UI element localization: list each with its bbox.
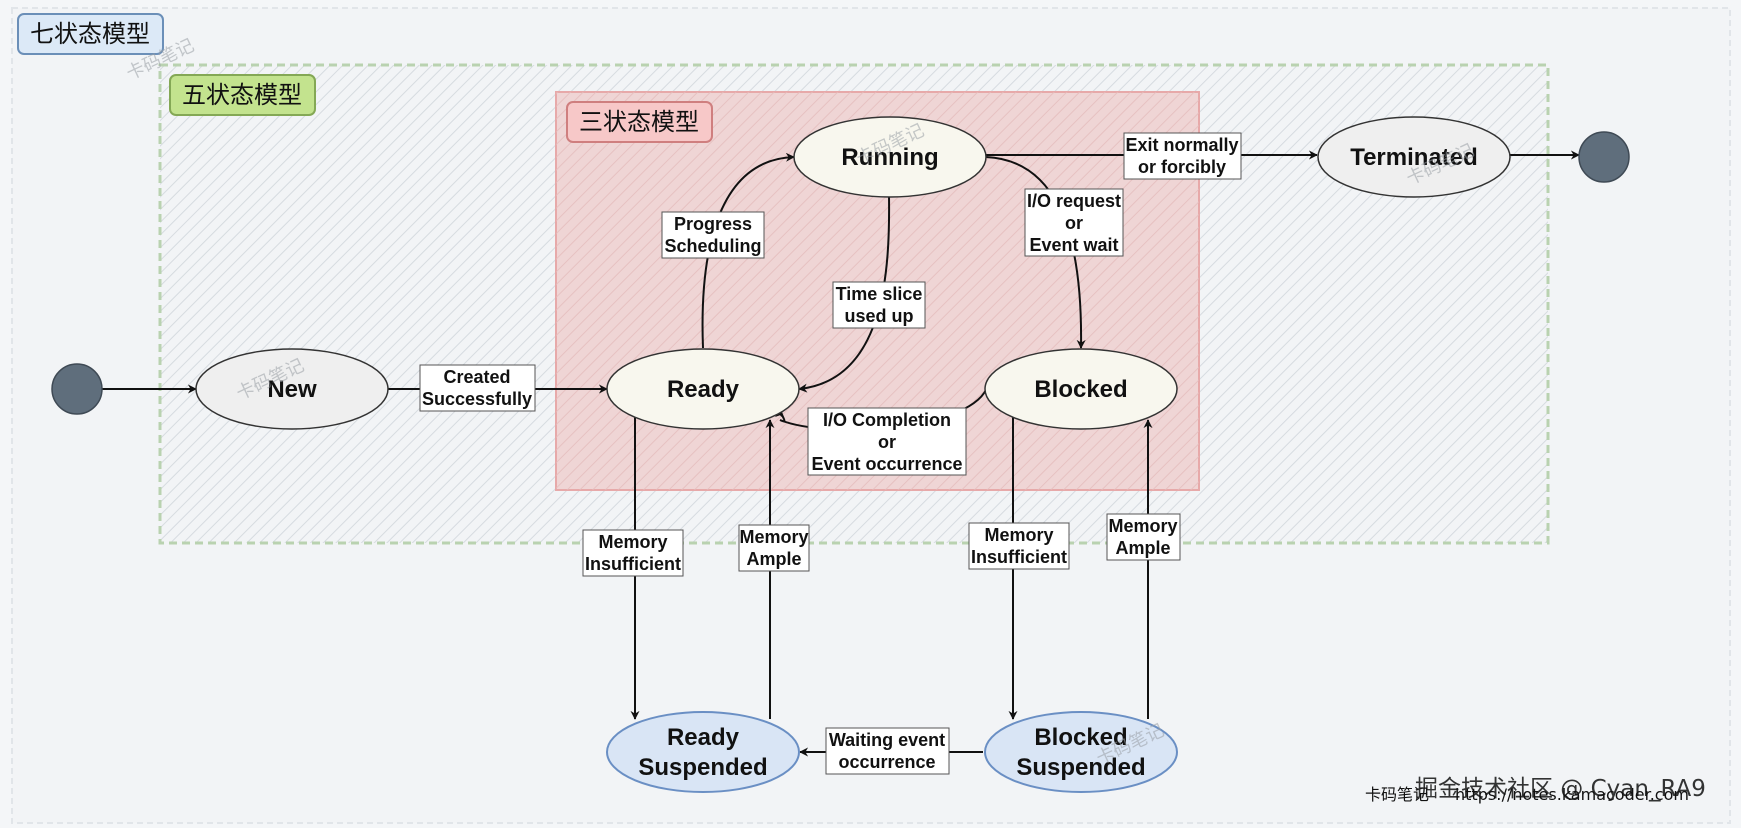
state-blocked-suspended-line-2: Suspended <box>1016 754 1145 781</box>
footer-left: 卡码笔记 <box>1365 785 1429 804</box>
start-node <box>51 363 103 415</box>
seven-state-title: 七状态模型 <box>17 13 164 55</box>
label-io-completion: I/O Completion or Event occurrence <box>807 407 967 476</box>
state-new: New <box>195 348 389 430</box>
label-exit-line-1: Exit normally <box>1125 135 1238 155</box>
state-ready: Ready <box>606 348 800 430</box>
label-ready-memory-ample: Memory Ample <box>738 524 810 572</box>
label-blocked-memory-insufficient: Memory Insufficient <box>968 522 1070 570</box>
label-ready-insufficient-line-1: Memory <box>598 532 667 552</box>
seven-state-title-text: 七状态模型 <box>30 20 150 48</box>
label-time-slice-line-1: Time slice <box>836 284 923 304</box>
label-waiting-event: Waiting event occurrence <box>825 727 950 775</box>
label-waiting-event-line-2: occurrence <box>838 752 935 772</box>
label-exit-line-2: or forcibly <box>1138 157 1226 177</box>
state-blocked-suspended-line-1: Blocked <box>1034 724 1127 751</box>
label-scheduling-line-2: Scheduling <box>664 236 761 256</box>
label-io-request-line-2: or <box>1065 213 1083 233</box>
label-time-slice: Time slice used up <box>832 281 926 329</box>
state-blocked: Blocked <box>984 348 1178 430</box>
label-io-completion-line-1: I/O Completion <box>823 410 951 430</box>
state-terminated-label: Terminated <box>1350 144 1478 171</box>
label-created-line-2: Successfully <box>422 389 532 409</box>
label-blocked-ample-line-1: Memory <box>1108 516 1177 536</box>
label-progress-scheduling: Progress Scheduling <box>661 211 765 259</box>
state-blocked-label: Blocked <box>1034 376 1127 403</box>
label-time-slice-line-2: used up <box>844 306 913 326</box>
label-blocked-insufficient-line-1: Memory <box>984 525 1053 545</box>
state-ready-label: Ready <box>667 376 740 403</box>
state-terminated: Terminated <box>1317 116 1511 198</box>
footer-overlay: 掘金技术社区 @ Cyan_RA9 <box>1415 776 1706 802</box>
state-running: Running <box>793 116 987 198</box>
footer-url: https://notes.kamacoder.com <box>1455 785 1689 804</box>
label-scheduling-line-1: Progress <box>674 214 752 234</box>
state-blocked-suspended: Blocked Suspended <box>984 711 1178 793</box>
label-io-request: I/O request or Event wait <box>1024 188 1124 257</box>
label-ready-ample-line-1: Memory <box>739 527 808 547</box>
state-ready-suspended-line-1: Ready <box>667 724 740 751</box>
label-io-completion-line-2: or <box>878 432 896 452</box>
label-io-completion-line-3: Event occurrence <box>811 454 962 474</box>
label-waiting-event-line-1: Waiting event <box>829 730 945 750</box>
five-state-title-text: 五状态模型 <box>182 81 302 109</box>
label-blocked-insufficient-line-2: Insufficient <box>971 547 1067 567</box>
state-ready-suspended-line-2: Suspended <box>638 754 767 781</box>
end-node <box>1578 131 1630 183</box>
three-state-title-text: 三状态模型 <box>579 108 699 136</box>
label-created-successfully: Created Successfully <box>419 364 536 412</box>
label-io-request-line-3: Event wait <box>1029 235 1118 255</box>
label-blocked-memory-ample: Memory Ample <box>1106 513 1181 561</box>
state-running-label: Running <box>841 144 938 171</box>
label-ready-ample-line-2: Ample <box>746 549 801 569</box>
label-ready-insufficient-line-2: Insufficient <box>585 554 681 574</box>
state-ready-suspended: Ready Suspended <box>606 711 800 793</box>
label-ready-memory-insufficient: Memory Insufficient <box>582 529 684 577</box>
label-io-request-line-1: I/O request <box>1027 191 1121 211</box>
five-state-title: 五状态模型 <box>169 74 316 116</box>
label-exit: Exit normally or forcibly <box>1123 132 1242 180</box>
three-state-title: 三状态模型 <box>566 101 713 143</box>
label-created-line-1: Created <box>443 367 510 387</box>
state-new-label: New <box>267 376 317 403</box>
label-blocked-ample-line-2: Ample <box>1115 538 1170 558</box>
